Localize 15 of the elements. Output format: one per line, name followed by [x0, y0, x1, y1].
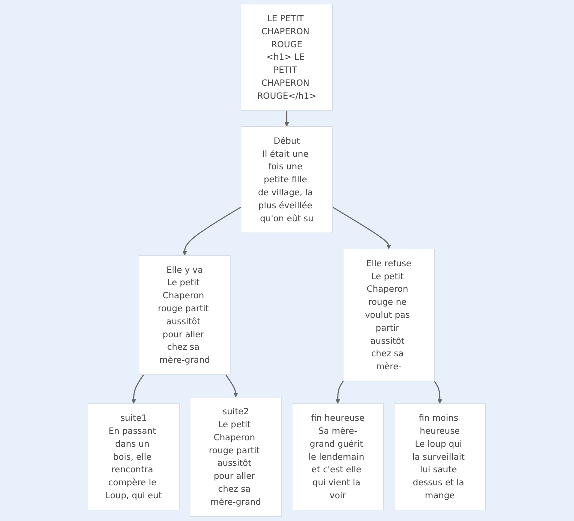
- node-box: suite1 En passant dans un bois, elle rencontra compère le Loup, qui eut: [88, 404, 180, 511]
- arrow: [284, 110, 290, 127]
- node-box: suite2 Le petit Chaperon rouge partit aussitôt pour aller chez sa mère-grand: [190, 397, 282, 517]
- node-box: LE PETIT CHAPERON ROUGE <h1> LE PETIT CHAPERON ROUGE</h1>: [240, 4, 334, 111]
- node-box: fin heureuse Sa mère-grand guérit le lendemain et c'est elle qui vient la voir: [292, 404, 384, 511]
- arrow: [332, 206, 392, 250]
- arrow: [182, 206, 242, 256]
- node-box: Début Il était une fois une petite fille de village, la plus éveillée qu'on eût su: [241, 126, 333, 234]
- node-box: Elle y va Le petit Chaperon rouge partit aussitôt pour aller chez sa mère-grand: [139, 255, 231, 376]
- node-box: fin moins heureuse Le loup qui la surveillait lui saute dessus et la mange: [394, 404, 486, 511]
- node-box: Elle refuse Le petit Chaperon rouge ne voulut pas partir aussitôt chez sa mère-: [343, 248, 435, 382]
- arrow: [132, 374, 144, 404]
- arrow: [226, 374, 238, 398]
- arrow: [336, 381, 344, 404]
- arrow: [434, 381, 442, 404]
